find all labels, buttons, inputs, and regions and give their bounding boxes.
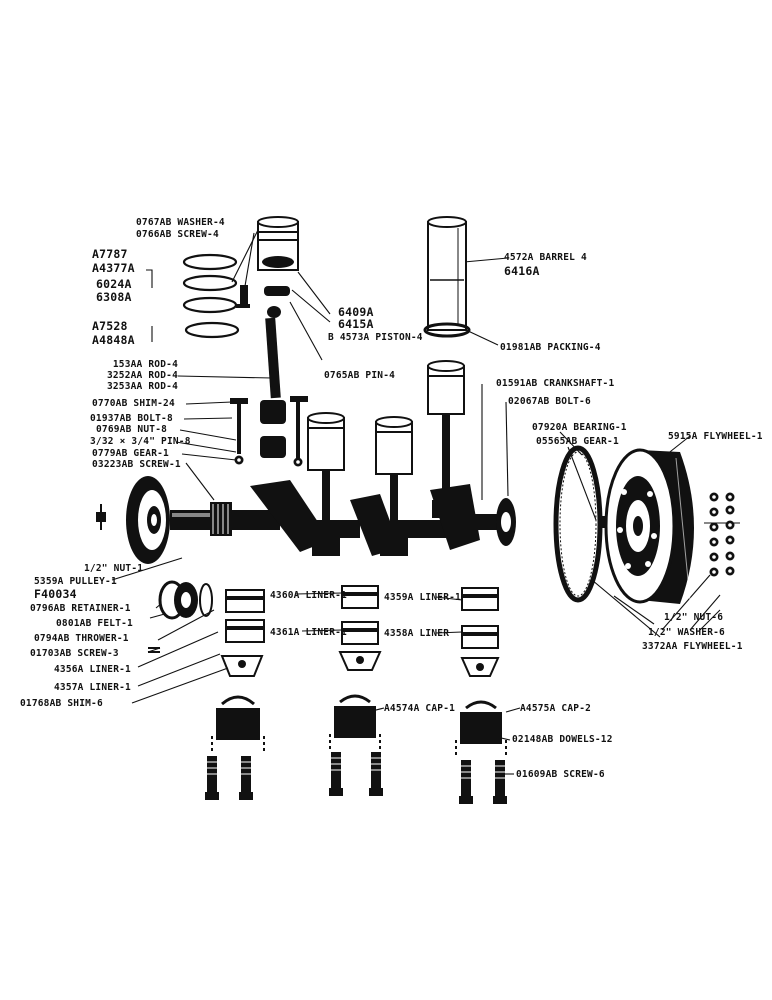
retainer-thrower-felt [148, 580, 213, 653]
piston-rings [182, 253, 240, 339]
label-screw-0766: 0766AB SCREW-4 [136, 229, 219, 240]
label-dowels-02148: 02148AB DOWELS-12 [512, 734, 613, 745]
label-ring-6308: 6308A [96, 290, 132, 304]
flywheel-ring-gear [553, 445, 608, 603]
label-ring-6024: 6024A [96, 277, 132, 291]
label-rod-3253: 3253AA ROD-4 [106, 381, 178, 392]
label-barrel-4572: 4572A BARREL 4 [504, 252, 587, 263]
label-packing-01981: 01981AB PACKING-4 [500, 342, 601, 353]
label-screw-03223: 03223AB SCREW-1 [92, 459, 181, 470]
flywheel [604, 448, 694, 604]
piston-exploded [236, 216, 299, 308]
connecting-rod-exploded [230, 306, 308, 467]
label-nut-half: 1/2" NUT-1 [84, 563, 144, 574]
bearing-caps [211, 694, 507, 756]
main-bearing-liners [220, 585, 500, 677]
label-ring-a7528: A7528 [92, 319, 128, 333]
label-gear-0779: 0779AB GEAR-1 [92, 448, 169, 459]
flywheel-nuts-washers [709, 492, 735, 577]
label-screw-01703: 01703AB SCREW-3 [30, 648, 119, 659]
label-pin-0765: 0765AB PIN-4 [324, 370, 396, 381]
label-screw-01609: 01609AB SCREW-6 [516, 769, 605, 780]
label-piston-6409: 6409A [338, 305, 374, 319]
label-liner-4359: 4359A LINER-1 [384, 592, 461, 603]
label-flywheel-3372: 3372AA FLYWHEEL-1 [642, 641, 743, 652]
label-rod-3252: 3252AA ROD-4 [106, 370, 178, 381]
label-washer-0767: 0767AB WASHER-4 [136, 217, 225, 228]
cylinder-barrel [423, 216, 471, 338]
label-thrower-0794: 0794AB THROWER-1 [34, 633, 129, 644]
label-liner-4360: 4360A LINER-1 [270, 590, 347, 601]
label-liner-4356: 4356A LINER-1 [54, 664, 131, 675]
label-liner-4358: 4358A LINER [384, 628, 450, 639]
label-ring-a4848: A4848A [92, 333, 135, 347]
label-piston-4573: B 4573A PISTON-4 [328, 332, 423, 343]
label-piston-6415: 6415A [338, 317, 374, 331]
label-shim-01768: 01768AB SHIM-6 [20, 698, 103, 709]
label-nut6-half: 1/2" NUT-6 [664, 612, 724, 623]
label-bolt-02067: 02067AB BOLT-6 [508, 396, 591, 407]
cap-screws [204, 751, 508, 805]
label-ring-a4377: A4377A [92, 261, 135, 275]
label-liner-4361: 4361A LINER-1 [270, 627, 347, 638]
label-washer6-half: 1/2" WASHER-6 [648, 627, 725, 638]
label-felt-0801: 0801AB FELT-1 [56, 618, 133, 629]
label-gear-05565: 05565AB GEAR-1 [536, 436, 619, 447]
label-retainer-0796: 0796AB RETAINER-1 [30, 603, 131, 614]
label-rod-153: 153AA ROD-4 [112, 359, 178, 370]
label-bolt-01937: 01937AB BOLT-8 [90, 413, 173, 424]
label-cap-a4574: A4574A CAP-1 [384, 703, 456, 714]
label-pulley-f40034: F40034 [34, 587, 77, 601]
label-liner-4357: 4357A LINER-1 [54, 682, 131, 693]
crankshaft [170, 480, 516, 556]
label-flywheel-5915: 5915A FLYWHEEL-1 [668, 431, 763, 442]
pulley [96, 476, 170, 564]
pistons-assembled [307, 360, 465, 556]
label-pulley-5359: 5359A PULLEY-1 [34, 576, 117, 587]
label-nut-0769: 0769AB NUT-8 [96, 424, 168, 435]
label-shim-0770: 0770AB SHIM-24 [92, 398, 175, 409]
label-crankshaft-01591: 01591AB CRANKSHAFT-1 [496, 378, 615, 389]
label-bearing-07920: 07920A BEARING-1 [532, 422, 627, 433]
label-cap-a4575: A4575A CAP-2 [520, 703, 592, 714]
label-pin-cotter: 3/32 × 3/4" PIN-8 [90, 436, 191, 447]
label-barrel-6416: 6416A [504, 264, 540, 278]
label-ring-a7787: A7787 [92, 247, 128, 261]
